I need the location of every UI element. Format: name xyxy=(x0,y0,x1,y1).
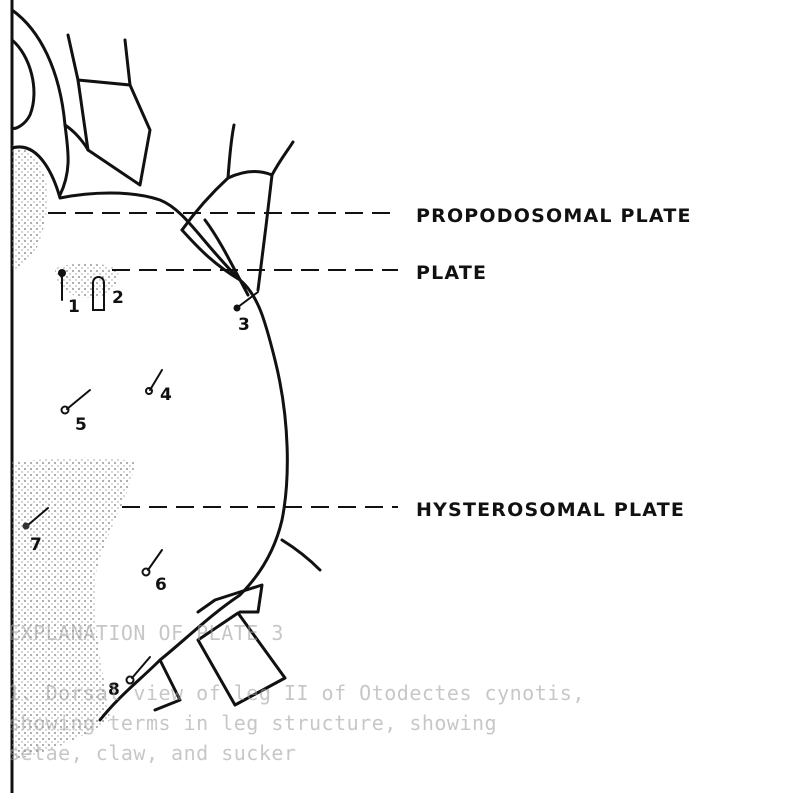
seta-4: 4 xyxy=(146,370,172,405)
svg-text:7: 7 xyxy=(30,535,42,555)
svg-text:EXPLANATION OF PLATE 3: EXPLANATION OF PLATE 3 xyxy=(8,621,284,645)
svg-text:3: 3 xyxy=(238,315,250,335)
leg-segment-top xyxy=(68,35,150,185)
hysterosomal-plate-label: HYSTEROSOMAL PLATE xyxy=(416,499,685,521)
leg-iv-outline xyxy=(198,585,262,612)
svg-text:6: 6 xyxy=(155,575,167,595)
svg-text:2: 2 xyxy=(112,288,124,308)
leg-segment-joint xyxy=(78,80,130,85)
plate-label: PLATE xyxy=(416,262,487,284)
svg-text:1: 1 xyxy=(68,297,80,317)
leg-iii-stub xyxy=(282,540,320,570)
leg-ii-branch xyxy=(228,142,293,178)
svg-text:showing terms in leg structure: showing terms in leg structure, showing xyxy=(8,711,497,735)
svg-text:5: 5 xyxy=(75,415,87,435)
seta-6: 6 xyxy=(143,550,167,595)
leg-ii-joint xyxy=(205,220,248,295)
svg-text:4: 4 xyxy=(160,385,172,405)
propodosomal-plate-shading xyxy=(12,145,48,270)
leg-ii-outline xyxy=(182,125,234,230)
propodosomal-plate-label: PROPODOSOMAL PLATE xyxy=(416,205,692,227)
leg-i-outline xyxy=(12,40,34,128)
svg-text:1. Dorsal view of leg II of Ot: 1. Dorsal view of leg II of Otodectes cy… xyxy=(8,681,585,705)
leg-ii-inner xyxy=(258,175,272,290)
small-plate-shading xyxy=(55,264,118,298)
svg-text:setae, claw, and sucker: setae, claw, and sucker xyxy=(8,741,296,765)
bleed-through-caption: EXPLANATION OF PLATE 3 1. Dorsal view of… xyxy=(8,621,585,765)
seta-5: 5 xyxy=(62,390,91,435)
